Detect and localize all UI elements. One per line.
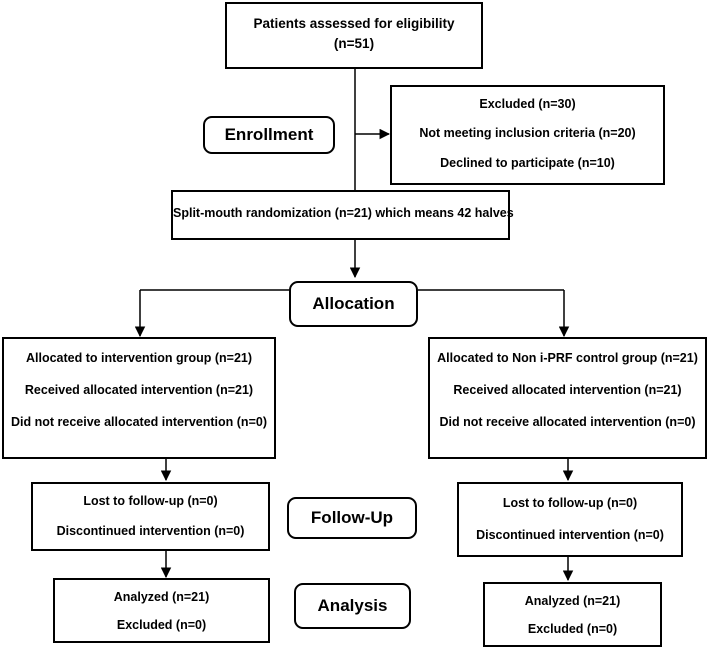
analysis-line: Excluded (n=0) bbox=[527, 622, 618, 636]
assessed-count: (n=51) bbox=[333, 36, 375, 51]
allocation-line: Did not receive allocated intervention (… bbox=[439, 415, 696, 429]
analysis-line: Excluded (n=0) bbox=[116, 618, 207, 632]
control-allocation-box: Allocated to Non i-PRF control group (n=… bbox=[428, 337, 707, 459]
intervention-analysis-box: Analyzed (n=21) Excluded (n=0) bbox=[53, 578, 270, 643]
allocation-line: Received allocated intervention (n=21) bbox=[24, 383, 254, 397]
excluded-reason: Declined to participate (n=10) bbox=[440, 156, 615, 170]
follow-up-line: Lost to follow-up (n=0) bbox=[502, 496, 638, 510]
analysis-line: Analyzed (n=21) bbox=[113, 590, 210, 604]
control-follow-up-box: Lost to follow-up (n=0) Discontinued int… bbox=[457, 482, 683, 557]
allocation-line: Did not receive allocated intervention (… bbox=[11, 415, 267, 429]
assessed-label: Patients assessed for eligibility bbox=[253, 16, 455, 31]
follow-up-line: Lost to follow-up (n=0) bbox=[83, 494, 218, 508]
allocation-line: Allocated to intervention group (n=21) bbox=[25, 351, 253, 365]
stage-allocation: Allocation bbox=[289, 281, 418, 327]
assessed-box: Patients assessed for eligibility (n=51) bbox=[225, 2, 483, 69]
excluded-reason: Not meeting inclusion criteria (n=20) bbox=[419, 126, 636, 140]
intervention-follow-up-box: Lost to follow-up (n=0) Discontinued int… bbox=[31, 482, 270, 551]
allocation-line: Allocated to Non i-PRF control group (n=… bbox=[437, 351, 698, 365]
stage-follow-up: Follow-Up bbox=[287, 497, 417, 539]
stage-analysis: Analysis bbox=[294, 583, 411, 629]
analysis-line: Analyzed (n=21) bbox=[524, 594, 621, 608]
randomization-label: Split-mouth randomization (n=21) which m… bbox=[173, 206, 514, 220]
allocation-line: Received allocated intervention (n=21) bbox=[453, 383, 682, 397]
control-analysis-box: Analyzed (n=21) Excluded (n=0) bbox=[483, 582, 662, 647]
excluded-box: Excluded (n=30) Not meeting inclusion cr… bbox=[390, 85, 665, 185]
intervention-allocation-box: Allocated to intervention group (n=21) R… bbox=[2, 337, 276, 459]
stage-enrollment: Enrollment bbox=[203, 116, 335, 154]
excluded-label: Excluded (n=30) bbox=[479, 97, 576, 111]
follow-up-line: Discontinued intervention (n=0) bbox=[476, 528, 664, 542]
randomization-box: Split-mouth randomization (n=21) which m… bbox=[171, 190, 514, 240]
follow-up-line: Discontinued intervention (n=0) bbox=[56, 524, 245, 538]
